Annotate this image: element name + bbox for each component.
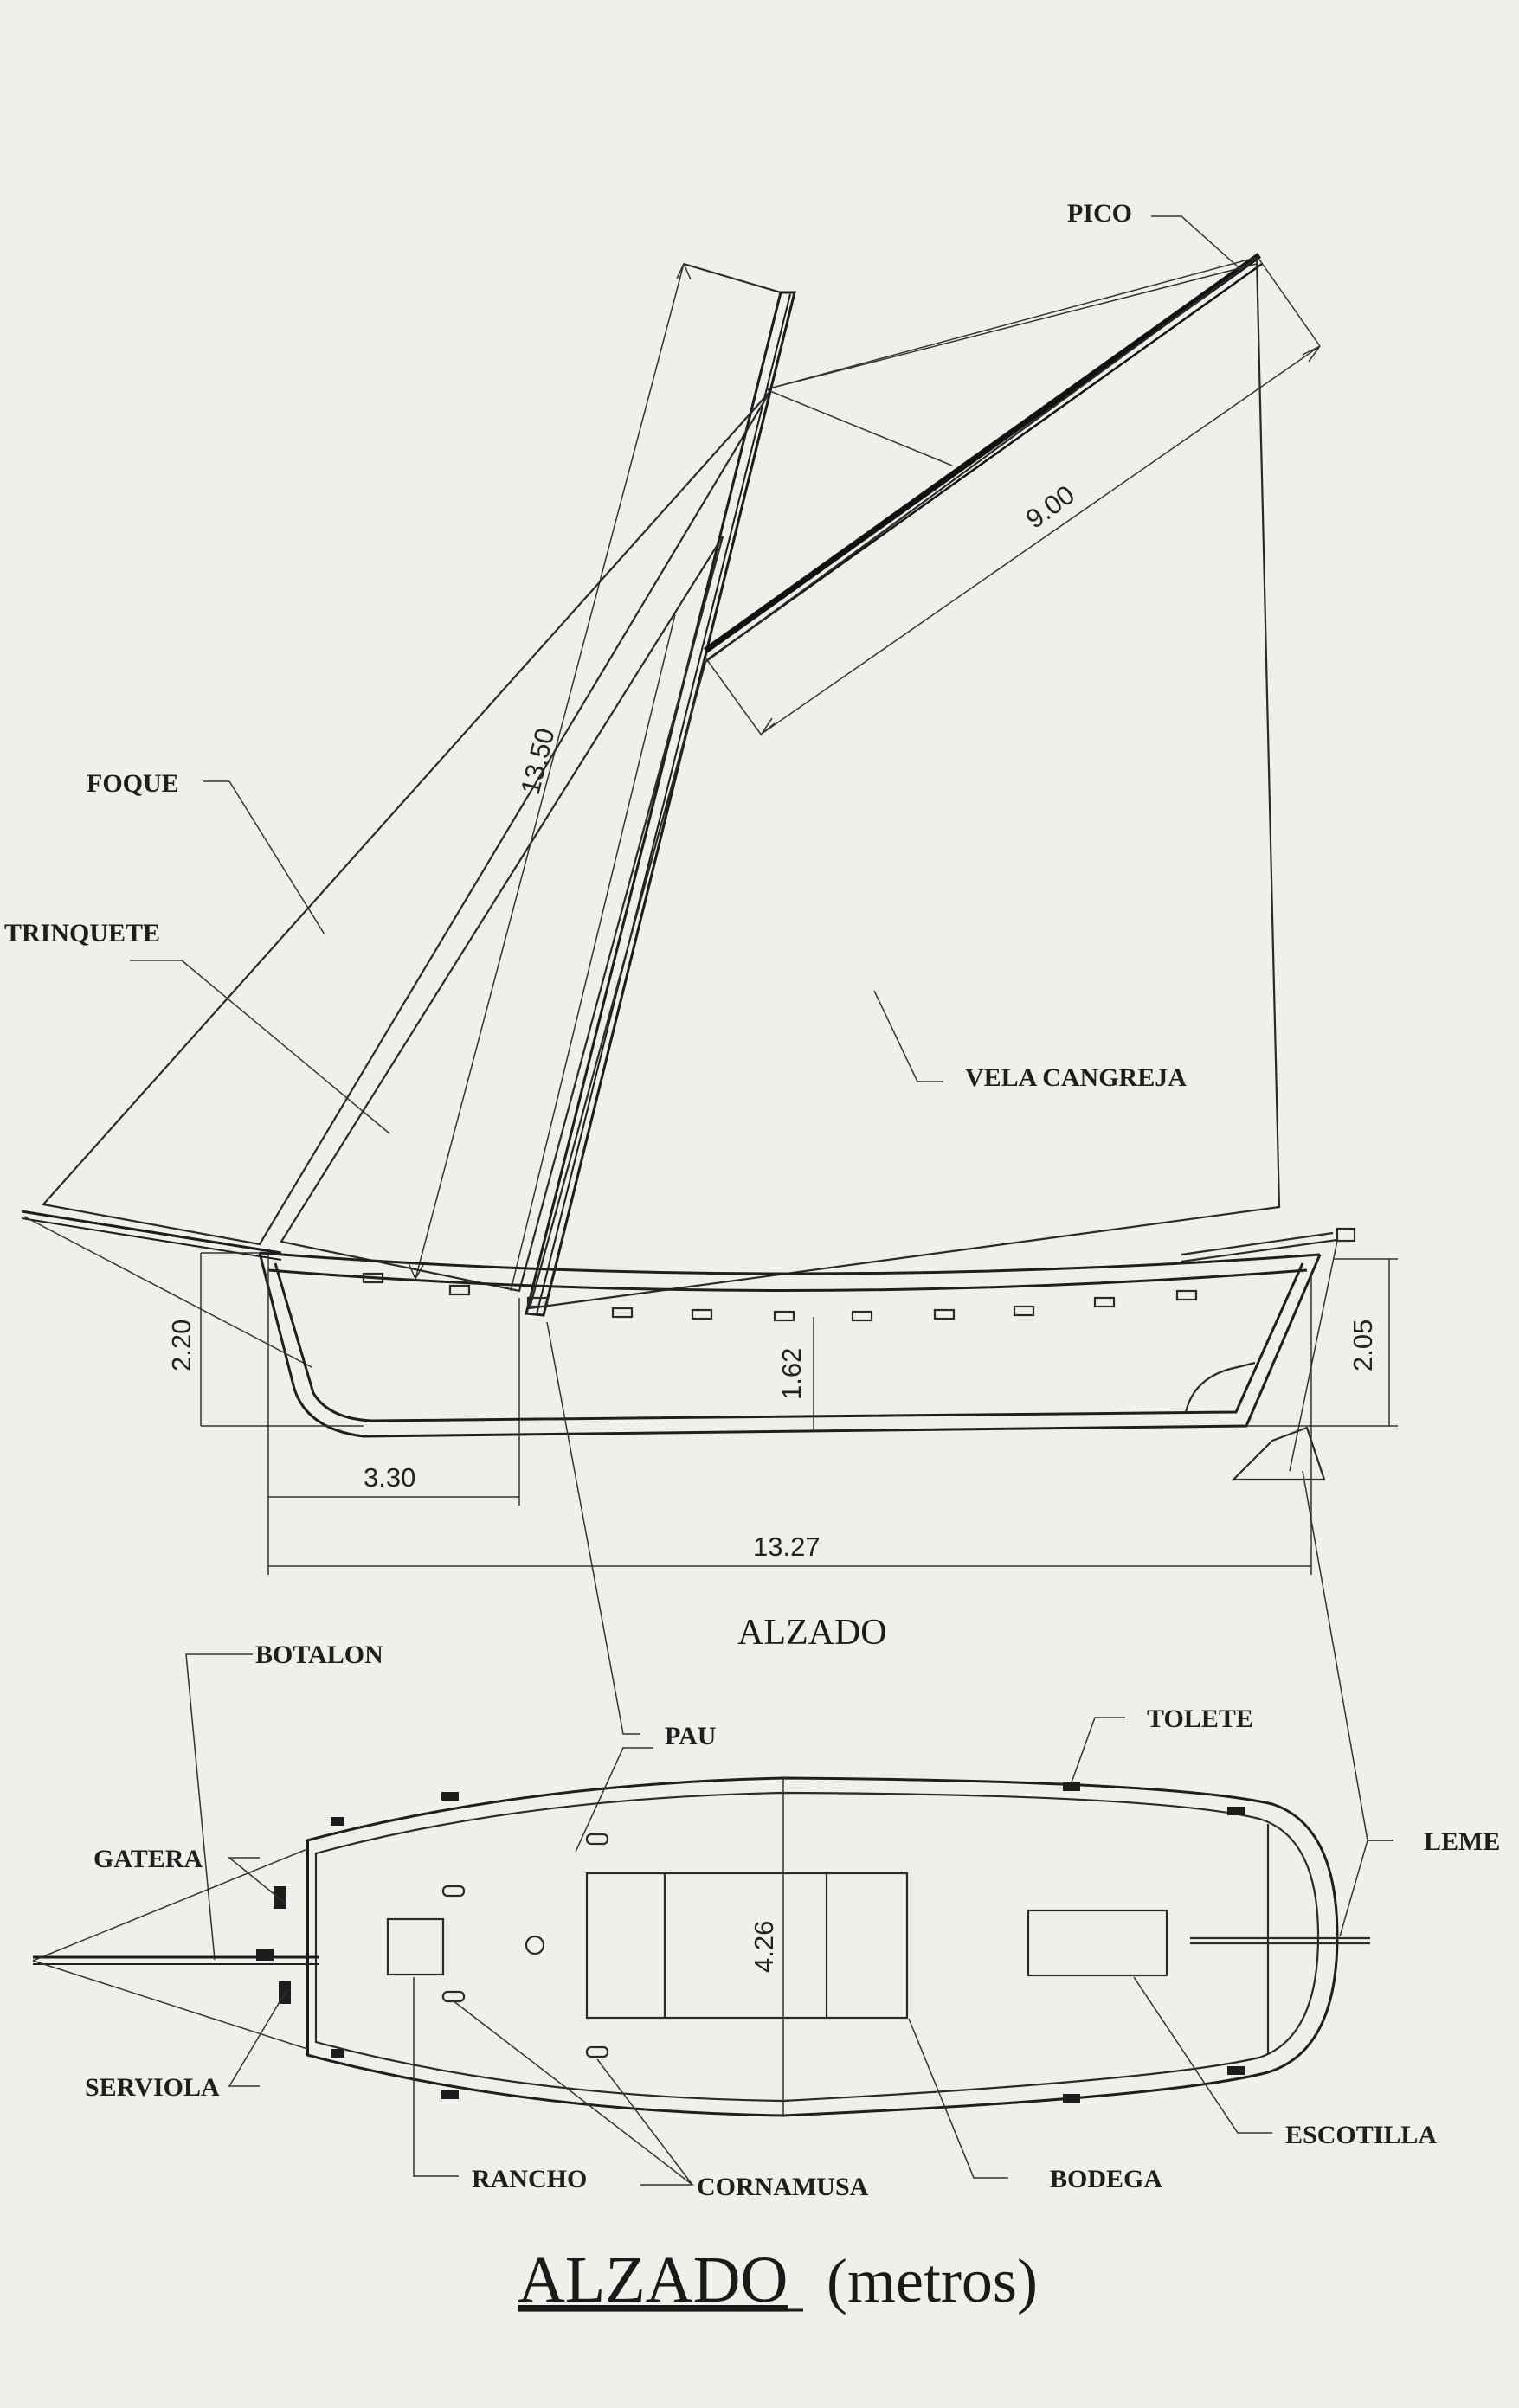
label-pau: PAU [665,1722,716,1750]
jib-foque [41,390,771,1246]
label-trinquete: TRINQUETE [4,919,160,947]
label-leme: LEME [1424,1827,1500,1856]
label-pico: PICO [1067,199,1132,228]
dim-mast-position: 3.30 [364,1462,415,1493]
label-foque: FOQUE [87,769,179,798]
dim-overall-length: 13.27 [753,1531,821,1562]
caption-unit: (metros) [827,2246,1038,2315]
length-dimensions [267,1255,1312,1575]
label-tolete: TOLETE [1147,1705,1253,1733]
label-rancho: RANCHO [472,2165,587,2193]
label-cornamusa: CORNAMUSA [697,2173,869,2201]
deck-tholes [362,1272,1198,1322]
dim-gaff-length: 9.00 [1020,479,1080,535]
label-gatera: GATERA [93,1845,203,1873]
label-escotilla: ESCOTILLA [1285,2121,1437,2149]
plan-hull-outer [306,1776,1339,2117]
rudder [1181,1227,1356,1481]
depth-dimensions [200,1252,1398,1429]
label-bodega: BODEGA [1050,2165,1162,2193]
dim-bow-depth: 2.20 [166,1320,196,1371]
hull-profile [258,1251,1322,1438]
rancho-box [386,1917,445,1976]
dim-stern-depth: 2.05 [1348,1320,1378,1371]
label-serviola: SERVIOLA [85,2073,220,2102]
mast [525,291,796,1317]
escotilla-hatch [1027,1909,1168,1977]
plan-view [32,1470,1393,2186]
gaff-length-dimension [705,259,1321,736]
mast-height-dimension [408,262,782,1281]
plan-leaders [227,1470,1393,2186]
side-leaders [130,215,1240,1961]
side-elevation [21,215,1398,1961]
label-vela-cangreja: VELA CANGREJA [965,1063,1187,1092]
label-botalon: BOTALON [255,1641,383,1669]
section-title: ALZADO [737,1613,887,1653]
dim-mid-depth: 1.62 [776,1348,807,1400]
plan-hull-inner [314,1791,1320,2103]
bodega-hold [585,1872,909,2020]
mainsail-vela-cangreja [528,255,1281,1310]
dim-mast-height: 13.50 [515,725,561,798]
staysail-trinquete [280,536,724,1293]
dim-beam: 4.26 [749,1921,779,1973]
caption-title: ALZADO [518,2244,788,2316]
